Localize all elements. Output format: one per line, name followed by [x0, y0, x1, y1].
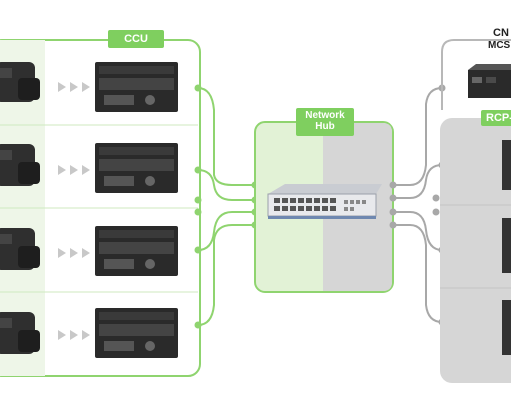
- cna-label: CN: [493, 27, 509, 39]
- ccu-unit-icon: [95, 62, 178, 112]
- camera-icon: [0, 144, 40, 186]
- cna-panel: [441, 39, 511, 110]
- rcp-panel-icon: [502, 140, 511, 190]
- triple-arrow-icon: [58, 165, 90, 175]
- triple-arrow-icon: [58, 248, 90, 258]
- cna-unit-icon: [468, 64, 511, 98]
- mcs-label: MCS I: [488, 40, 511, 51]
- triple-arrow-icon: [58, 82, 90, 92]
- ccu-unit-icon: [95, 143, 178, 193]
- network-hub-label: Network Hub: [296, 108, 354, 136]
- camera-icon: [0, 228, 40, 270]
- rcp-label: RCP-: [481, 110, 511, 126]
- ccu-unit-icon: [95, 308, 178, 358]
- triple-arrow-icon: [58, 330, 90, 340]
- hub-control-links: [393, 87, 443, 323]
- rcp-panel-group: [440, 118, 511, 383]
- camera-icon: [0, 62, 40, 102]
- ccu-hub-links: [197, 87, 255, 326]
- ccu-unit-icon: [95, 226, 178, 276]
- rcp-panel-icon: [502, 300, 511, 355]
- rcp-panel-icon: [502, 218, 511, 273]
- ccu-hub-link-dots: [194, 84, 259, 329]
- hub-control-link-dots: [389, 84, 446, 326]
- network-switch-icon: [267, 184, 382, 219]
- ccu-label: CCU: [108, 30, 164, 48]
- camera-icon: [0, 312, 40, 354]
